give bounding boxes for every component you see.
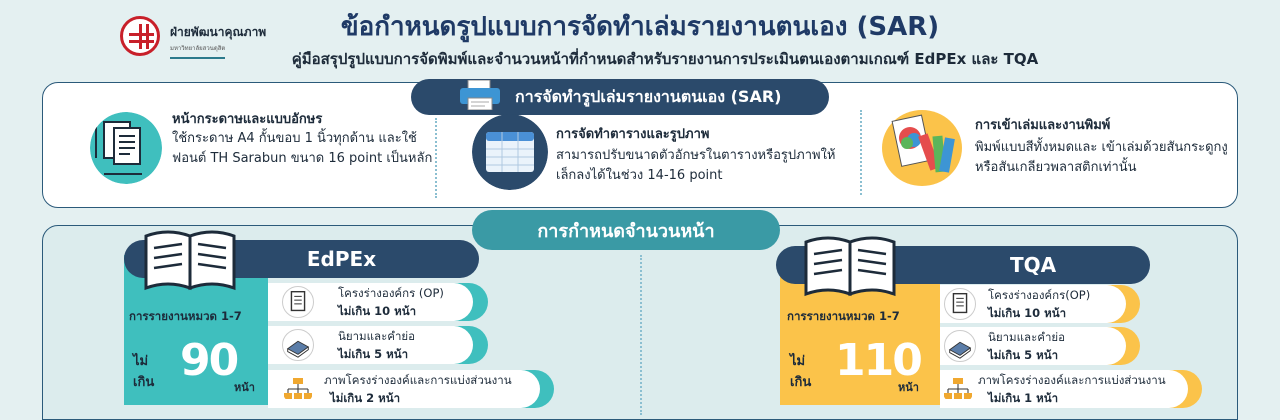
tqa-row-orgchart-title: ภาพโครงร่างองค์และการแบ่งส่วนงาน [978,373,1166,387]
edpex-scope-label: การรายงานหมวด 1-7 [129,309,242,323]
format-item-title-2: การจัดทำตารางและรูปภาพ [556,127,710,142]
document-icon [282,286,314,318]
color-swatch-icon [882,110,962,186]
format-item-title-3: การเข้าเล่มและงานพิมพ์ [975,118,1111,133]
page-title: ข้อกำหนดรูปแบบการจัดทำเล่มรายงานตนเอง (S… [340,12,940,42]
edpex-row-op: โครงร่างองค์กร (OP) ไม่เกิน 10 หน้า [268,283,488,321]
edpex-row-orgchart: ภาพโครงร่างองค์และการแบ่งส่วนงาน ไม่เกิน… [268,370,554,408]
table-icon [472,114,548,190]
edpex-max-label: ไม่เกิน [133,354,155,390]
edpex-row-op-limit: ไม่เกิน 10 หน้า [338,304,417,318]
open-book-icon [804,236,896,297]
org-divider [170,57,225,59]
org-name: ฝ่ายพัฒนาคุณภาพ [170,25,267,39]
pages-section-heading: การกำหนดจำนวนหน้า [472,210,780,250]
document-icon [944,288,976,320]
divider [640,255,642,415]
tqa-row-glossary-title: นิยามและคำย่อ [988,330,1066,344]
tqa-scope-label: การรายงานหมวด 1-7 [787,309,900,323]
format-item-body-2: สามารถปรับขนาดตัวอักษรในตารางหรือรูปภาพใ… [556,148,836,183]
tqa-row-op: โครงร่างองค์กร(OP) ไม่เกิน 10 หน้า [940,285,1140,323]
org-block: ฝ่ายพัฒนาคุณภาพ มหาวิทยาลัยสวนดุสิต [170,23,266,59]
tqa-unit: หน้า [898,381,919,394]
book-icon [944,330,976,362]
org-chart-icon [942,373,974,405]
edpex-row-glossary-limit: ไม่เกิน 5 หน้า [338,347,409,361]
tqa-row-op-title: โครงร่างองค์กร(OP) [988,288,1091,302]
format-section-heading-label: การจัดทำรูปเล่มรายงานตนเอง (SAR) [515,86,782,106]
edpex-row-glossary-title: นิยามและคำย่อ [338,329,416,343]
university-logo [120,16,160,56]
edpex-name: EdPEx [306,247,377,271]
edpex-row-orgchart-title: ภาพโครงร่างองค์และการแบ่งส่วนงาน [324,373,512,387]
tqa-max-label: ไม่เกิน [790,354,812,390]
org-subtitle: มหาวิทยาลัยสวนดุสิต [170,45,226,52]
tqa-max-pages: 110 [835,335,923,386]
edpex-unit: หน้า [234,381,255,394]
edpex-row-op-title: โครงร่างองค์กร (OP) [338,286,444,300]
printer-icon [460,80,500,110]
edpex-row-glossary: นิยามและคำย่อ ไม่เกิน 5 หน้า [268,326,488,364]
tqa-row-glossary-limit: ไม่เกิน 5 หน้า [988,348,1059,362]
format-item-body-3: พิมพ์แบบสีทั้งหมดและ เข้าเล่มด้วยสันกระด… [975,140,1228,175]
divider [860,110,862,195]
format-item-body-1: ใช้กระดาษ A4 กั้นขอบ 1 นิ้วทุกด้าน และใช… [172,131,433,166]
format-item-title-1: หน้ากระดาษและแบบอักษร [172,112,323,127]
row-inner [940,370,1188,408]
open-book-icon [144,230,236,291]
tqa-row-glossary: นิยามและคำย่อ ไม่เกิน 5 หน้า [940,327,1140,365]
tqa-name: TQA [1009,253,1057,277]
book-icon [282,329,314,361]
pages-section-heading-label: การกำหนดจำนวนหน้า [537,220,715,242]
org-chart-icon [282,373,314,405]
page-subtitle: คู่มือสรุปรูปแบบการจัดพิมพ์และจำนวนหน้าท… [291,50,1039,68]
tqa-row-orgchart-limit: ไม่เกิน 1 หน้า [988,391,1059,405]
tqa-row-op-limit: ไม่เกิน 10 หน้า [988,306,1067,320]
edpex-row-orgchart-limit: ไม่เกิน 2 หน้า [330,391,401,405]
divider [435,118,437,198]
document-icon [90,112,162,184]
edpex-max-pages: 90 [180,335,239,386]
tqa-row-orgchart: ภาพโครงร่างองค์และการแบ่งส่วนงาน ไม่เกิน… [940,370,1202,408]
